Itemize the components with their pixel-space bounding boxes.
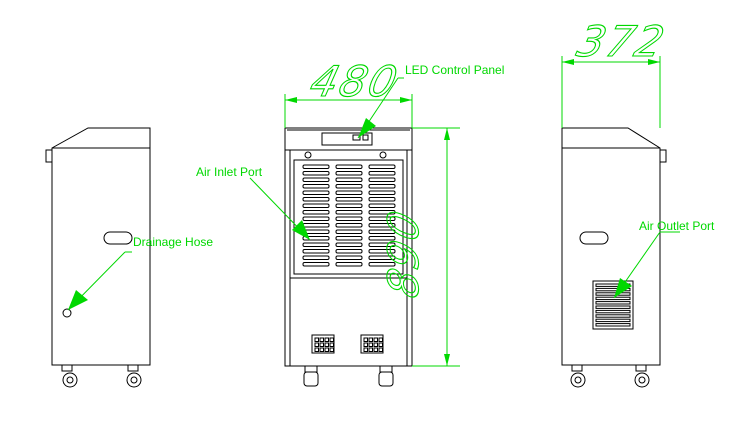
- left-side-view: [45, 127, 151, 388]
- air-inlet-grille: [302, 164, 396, 267]
- caster-wheel: [122, 364, 146, 388]
- caster-wheel: [378, 365, 394, 387]
- leader-arrowhead: [68, 290, 88, 310]
- led-display-panel: [321, 132, 373, 146]
- air-outlet-grille: [595, 283, 631, 327]
- caster-wheel: [566, 364, 590, 388]
- handle-slot: [579, 231, 609, 245]
- caster-wheel: [630, 364, 654, 388]
- leader-arrowhead: [614, 278, 632, 298]
- air-outlet-port-label: Air Outlet Port: [639, 219, 715, 233]
- height-dimension: 890: [380, 204, 429, 302]
- right-side-view: [561, 56, 680, 388]
- air-inlet-port-label: Air Inlet Port: [196, 165, 263, 179]
- leader-arrowhead: [358, 118, 376, 138]
- leader-arrowhead: [292, 220, 310, 240]
- drainage-hose-label: Drainage Hose: [133, 235, 213, 249]
- depth-dimension: 372: [572, 18, 670, 67]
- handle-slot: [103, 231, 133, 245]
- width-dimension: 480: [305, 58, 403, 107]
- drainage-hose-outlet: [62, 308, 72, 318]
- front-view: [249, 77, 460, 387]
- caster-wheel: [303, 365, 319, 387]
- led-control-panel-label: LED Control Panel: [405, 63, 504, 77]
- caster-wheel: [60, 364, 84, 388]
